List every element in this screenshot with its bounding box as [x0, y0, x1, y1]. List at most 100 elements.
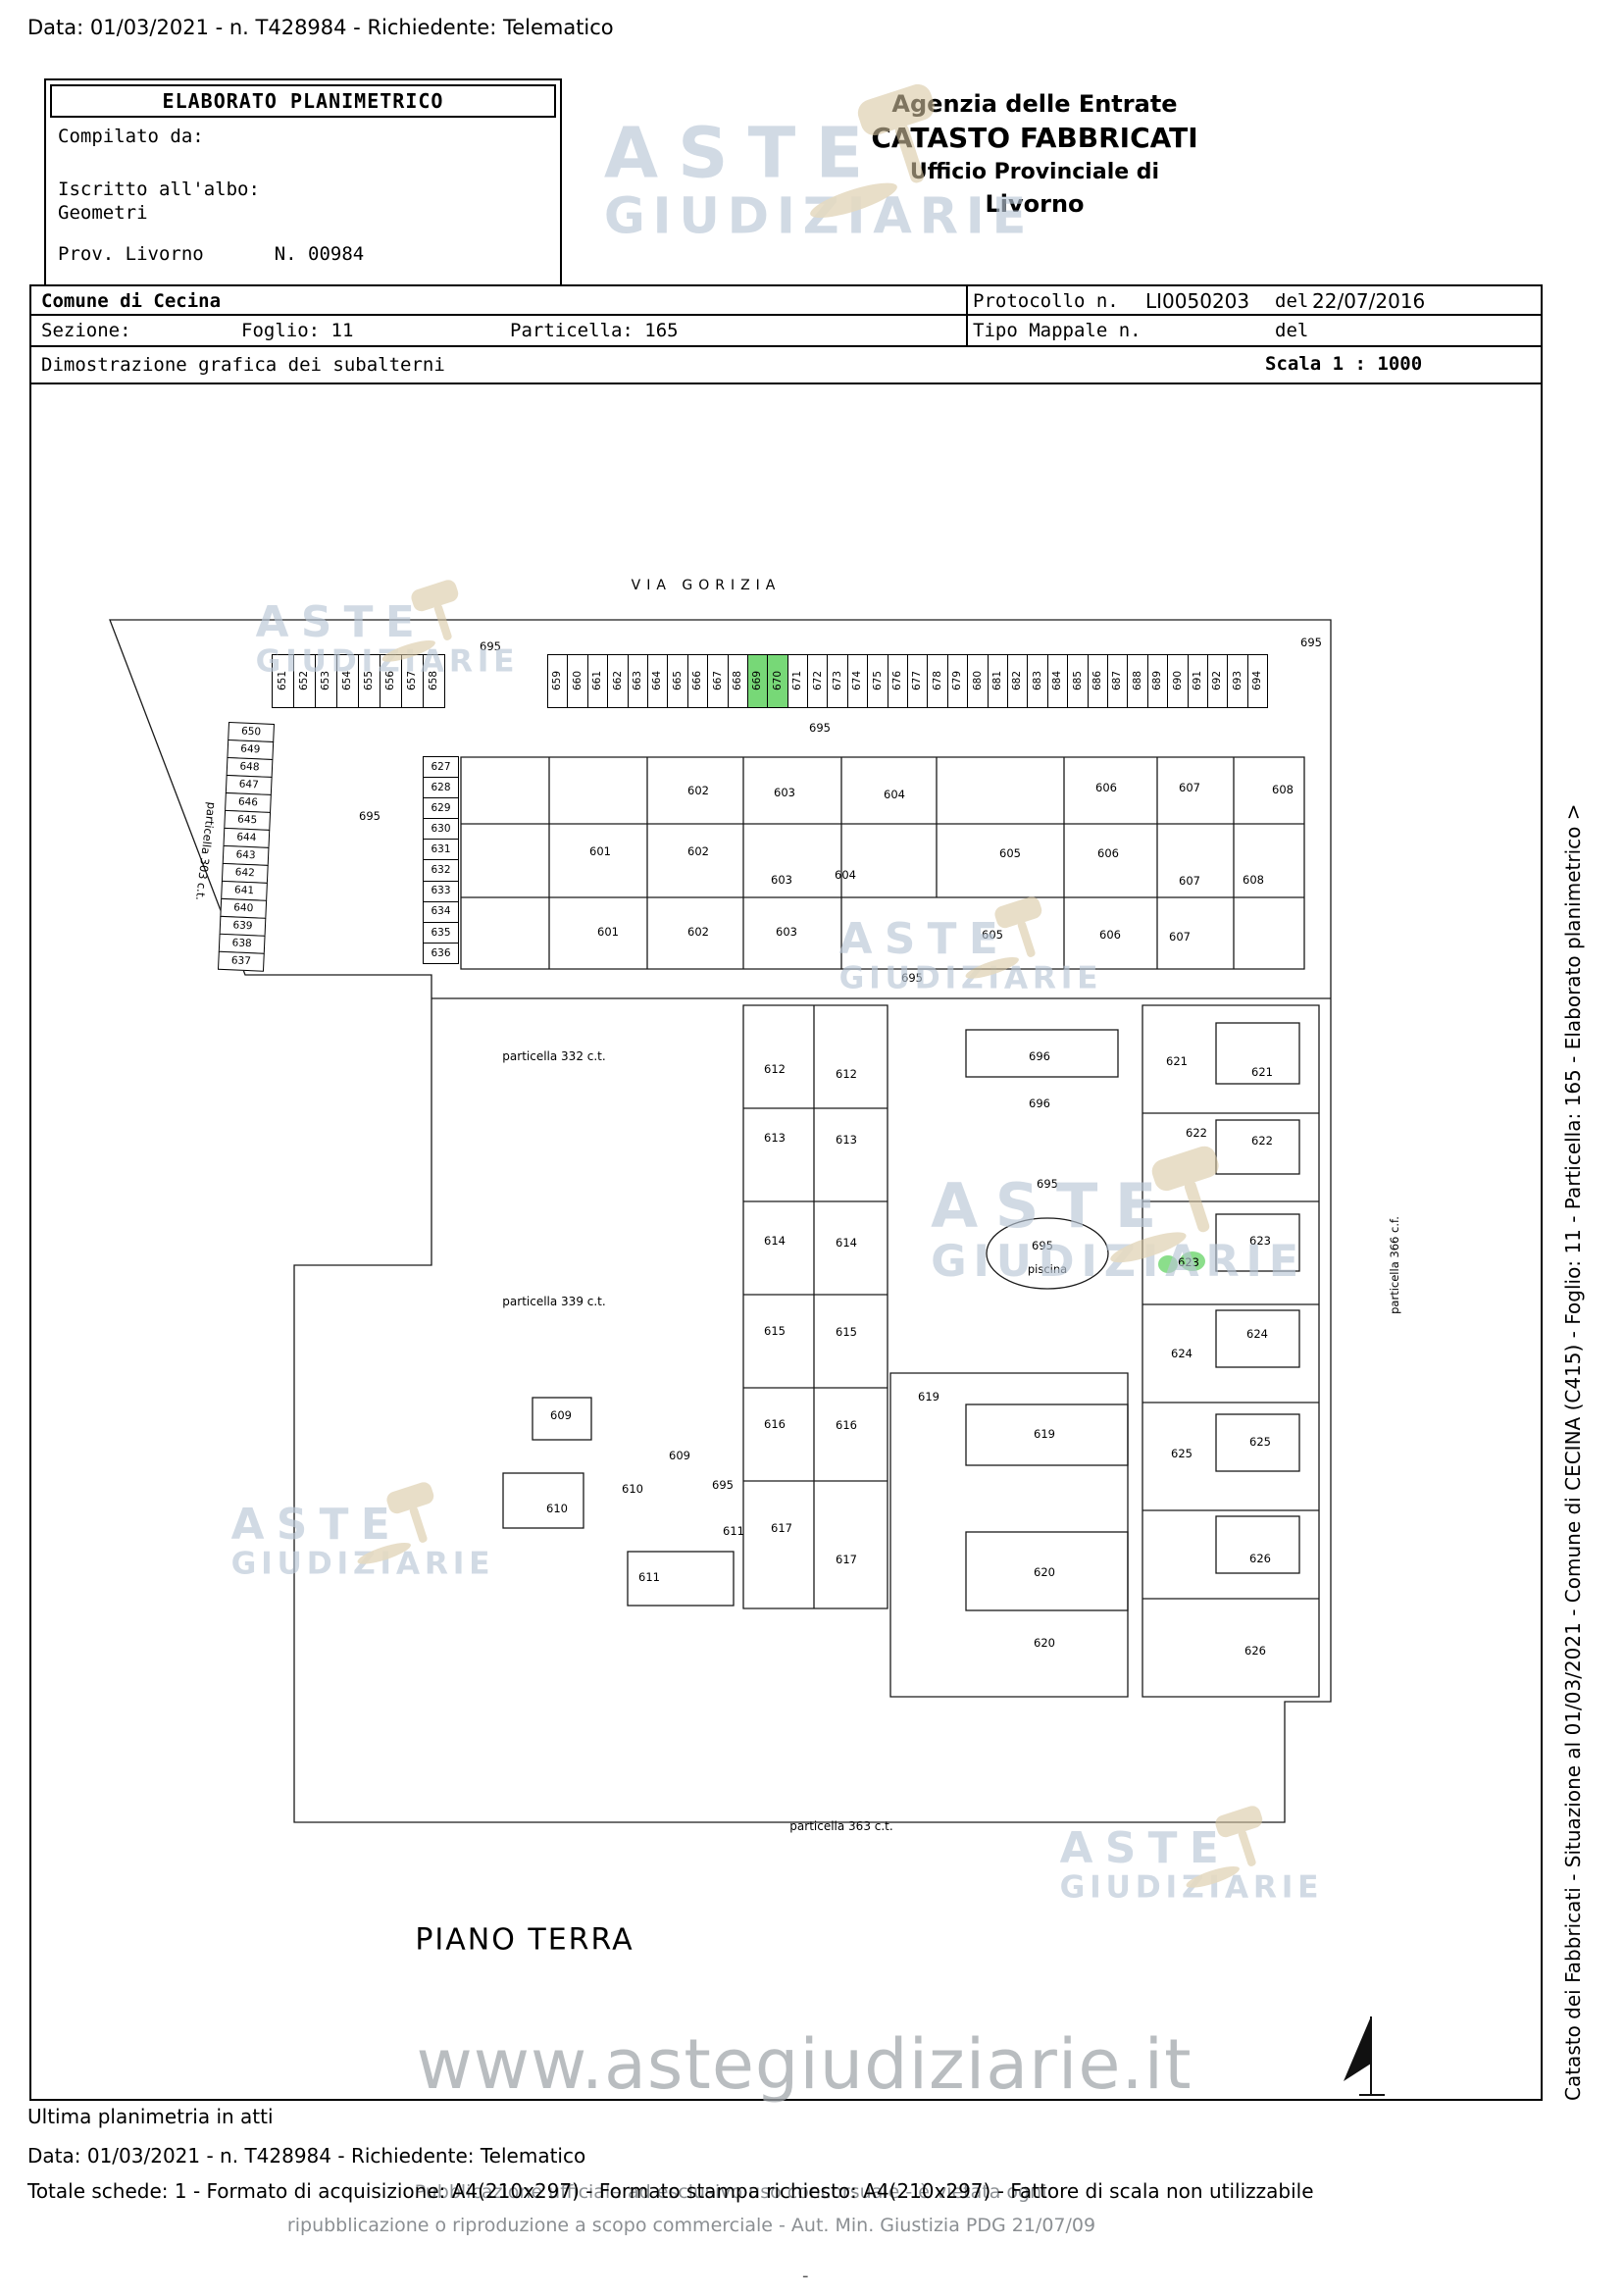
top-building-block [460, 756, 1305, 970]
parcel-cell-632: 632 [423, 859, 459, 882]
parcel-cell-669: 669 [746, 654, 769, 708]
footer-dash: - [802, 2266, 809, 2286]
parcel-cell-681: 681 [987, 654, 1008, 708]
particella-339-label: particella 339 c.t. [502, 1295, 606, 1308]
parcel-cell-690: 690 [1167, 654, 1189, 708]
albo-number: N. 00984 [274, 243, 365, 265]
parcel-cell-682: 682 [1006, 654, 1029, 708]
parcel-cell-687: 687 [1106, 654, 1129, 708]
plan-label-612: 612 [764, 1062, 786, 1076]
document-frame [29, 284, 1543, 2101]
plan-label-610: 610 [622, 1482, 643, 1496]
plan-label-616: 616 [836, 1418, 857, 1432]
provincia-label: Prov. Livorno [58, 243, 204, 265]
footer-date-line: Data: 01/03/2021 - n. T428984 - Richiede… [27, 2144, 586, 2168]
frame-divider-vertical [966, 284, 968, 345]
north-arrow [1344, 2016, 1385, 2096]
block-696 [965, 1029, 1119, 1078]
parcel-cell-688: 688 [1127, 654, 1148, 708]
protocollo-del-label: del [1275, 290, 1309, 312]
plan-label-695: 695 [359, 809, 381, 823]
plan-label-617: 617 [836, 1553, 857, 1566]
plan-label-606: 606 [1095, 781, 1117, 794]
ufficio-provinciale-label: Ufficio Provinciale di [909, 160, 1160, 184]
parcel-cell-659: 659 [547, 654, 569, 708]
plan-label-608: 608 [1243, 873, 1264, 887]
plan-label-624: 624 [1171, 1347, 1193, 1360]
foglio-value: Foglio: 11 [241, 320, 354, 341]
totale-schede-line: Totale schede: 1 - Formato di acquisizio… [27, 2179, 1314, 2203]
protocollo-value: LI0050203 [1145, 289, 1250, 313]
albo-value: Geometri [58, 202, 148, 224]
plan-label-616: 616 [764, 1417, 786, 1431]
building-610 [502, 1472, 584, 1529]
plan-label-695: 695 [712, 1478, 734, 1492]
parcel-cell-631: 631 [423, 839, 459, 861]
parcel-cell-652: 652 [293, 654, 316, 708]
parcel-cell-633: 633 [423, 880, 459, 902]
parcel-cell-662: 662 [607, 654, 629, 708]
plan-label-602: 602 [687, 925, 709, 939]
plan-label-604: 604 [835, 868, 856, 882]
plan-label-695: 695 [809, 721, 831, 735]
plan-label-603: 603 [771, 873, 792, 887]
pubblicazione-line-2: ripubblicazione o riproduzione a scopo c… [286, 2215, 1096, 2236]
compilato-da-label: Compilato da: [58, 126, 204, 147]
plan-label-614: 614 [836, 1236, 857, 1250]
parcel-cell-629: 629 [423, 797, 459, 820]
plan-label-695: 695 [1032, 1239, 1053, 1252]
plan-label-623: 623 [1249, 1234, 1271, 1248]
plan-label-607: 607 [1169, 930, 1191, 944]
parcel-cell-675: 675 [867, 654, 888, 708]
parcel-cell-692: 692 [1206, 654, 1229, 708]
building-611 [627, 1551, 735, 1607]
parcel-cell-680: 680 [967, 654, 989, 708]
plan-label-615: 615 [764, 1324, 786, 1338]
plan-label-611: 611 [638, 1570, 660, 1584]
plan-label-605: 605 [982, 928, 1003, 942]
plan-label-695: 695 [480, 639, 501, 653]
parcel-cell-686: 686 [1087, 654, 1108, 708]
ufficio-city: Livorno [985, 190, 1085, 218]
parcel-cell-651: 651 [272, 654, 294, 708]
plan-label-601: 601 [589, 844, 611, 858]
plan-label-615: 615 [836, 1325, 857, 1339]
parcel-cell-658: 658 [423, 654, 445, 708]
sezione-label: Sezione: [41, 320, 131, 341]
plan-label-621: 621 [1166, 1054, 1188, 1068]
parcel-cell-666: 666 [686, 654, 709, 708]
document-date-line: Data: 01/03/2021 - n. T428984 - Richiede… [27, 16, 614, 39]
plan-label-606: 606 [1099, 928, 1121, 942]
plan-label-619: 619 [1034, 1427, 1055, 1441]
astegiudiziarie-url-watermark: www.astegiudiziarie.it [416, 2024, 1193, 2105]
parcel-cell-678: 678 [927, 654, 948, 708]
parcel-cell-670: 670 [767, 654, 788, 708]
plan-label-625: 625 [1171, 1447, 1193, 1460]
parcel-cell-673: 673 [827, 654, 848, 708]
protocollo-del-value: 22/07/2016 [1312, 289, 1426, 313]
plan-label-612: 612 [836, 1067, 857, 1081]
plan-label-626: 626 [1249, 1552, 1271, 1565]
plan-label-613: 613 [764, 1131, 786, 1145]
plan-label-607: 607 [1179, 781, 1200, 794]
elaborato-planimetrico-box: ELABORATO PLANIMETRICO Compilato da: Isc… [44, 78, 562, 286]
parcel-cell-627: 627 [423, 756, 459, 779]
parcel-cell-653: 653 [315, 654, 337, 708]
plan-label-602: 602 [687, 844, 709, 858]
parcel-cell-668: 668 [727, 654, 748, 708]
block-619-620 [889, 1372, 1129, 1698]
parcel-cell-672: 672 [807, 654, 829, 708]
plan-label-623: 623 [1178, 1255, 1199, 1269]
parcel-cell-667: 667 [707, 654, 729, 708]
piscina-outline [986, 1217, 1109, 1290]
outer-boundary [109, 619, 1332, 1823]
plan-label-624: 624 [1246, 1327, 1268, 1341]
plan-label-607: 607 [1179, 874, 1200, 888]
particella-value: Particella: 165 [510, 320, 679, 341]
plan-label-696: 696 [1029, 1049, 1050, 1063]
parcel-cell-637: 637 [217, 950, 265, 972]
parcel-cell-694: 694 [1246, 654, 1269, 708]
tipo-del-label: del [1275, 320, 1309, 341]
